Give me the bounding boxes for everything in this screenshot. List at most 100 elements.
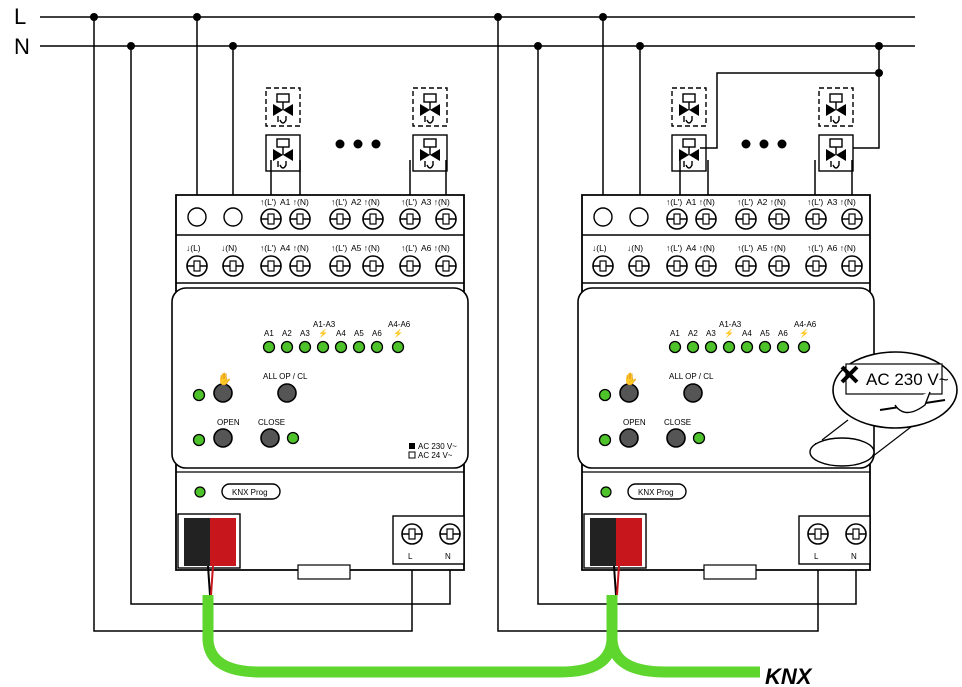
led-label: A6 xyxy=(372,329,382,338)
open-button[interactable] xyxy=(619,428,639,448)
rail-l: L xyxy=(14,4,915,29)
prog-led xyxy=(600,486,612,498)
screw-terminal xyxy=(289,208,311,230)
close-label: CLOSE xyxy=(664,418,691,427)
junctions-right xyxy=(494,13,883,77)
led-group-label: A1-A3 xyxy=(313,320,336,329)
screw-terminal xyxy=(841,255,863,277)
screw-terminal xyxy=(666,208,688,230)
rail-n: N xyxy=(14,34,915,59)
screw-terminal xyxy=(735,255,757,277)
screw-terminal xyxy=(401,523,423,545)
led-label: ⚡ xyxy=(724,328,734,338)
knx-prog-label: KNX Prog xyxy=(638,488,674,497)
terminal-label-top: ↑(L') xyxy=(331,197,347,207)
status-led xyxy=(758,340,772,354)
all-op-cl-label: ALL OP / CL xyxy=(669,372,714,381)
hand-icon: ✋ xyxy=(217,372,232,386)
led-label: A2 xyxy=(688,329,698,338)
terminal-label-top: A2 ↑(N) xyxy=(757,197,786,207)
valve-symbol xyxy=(678,93,700,124)
all-op-cl-button[interactable] xyxy=(683,383,703,403)
terminal-label-top: ↑(L') xyxy=(737,197,753,207)
status-led xyxy=(704,340,718,354)
status-led xyxy=(391,340,405,354)
screw-terminal xyxy=(222,255,244,277)
voltage-230-label: AC 230 V~ xyxy=(418,442,457,451)
status-led xyxy=(280,340,294,354)
terminal-label-bottom: A4 ↑(N) xyxy=(686,243,715,253)
prog-led xyxy=(194,486,206,498)
screw-terminal xyxy=(666,255,688,277)
terminal-label-top: A3 ↑(N) xyxy=(421,197,450,207)
valve-icon xyxy=(818,134,854,172)
actuator-right: ↑(L')A1 ↑(N)↑(L')A2 ↑(N)↑(L')A3 ↑(N)↓(L)… xyxy=(577,87,875,596)
led-group-label: A4-A6 xyxy=(794,320,817,329)
terminal-label-bottom: A4 ↑(N) xyxy=(280,243,309,253)
wires-left xyxy=(93,17,451,632)
status-led xyxy=(776,340,790,354)
screw-terminal xyxy=(695,255,717,277)
led-label: ⚡ xyxy=(393,328,403,338)
led-label: A4 xyxy=(336,329,346,338)
led-label: A1 xyxy=(264,329,274,338)
terminal-label-bottom: ↑(L') xyxy=(666,243,682,253)
screw-terminal xyxy=(841,208,863,230)
close-button[interactable] xyxy=(260,428,280,448)
bus-terminal xyxy=(177,513,241,596)
screw-terminal xyxy=(362,255,384,277)
open-button[interactable] xyxy=(213,428,233,448)
status-led xyxy=(722,340,736,354)
open-label: OPEN xyxy=(217,418,240,427)
status-led xyxy=(262,340,276,354)
ellipsis-dot xyxy=(759,139,769,149)
screw-terminal xyxy=(768,255,790,277)
led-group-label: A4-A6 xyxy=(388,320,411,329)
screw-terminal xyxy=(399,255,421,277)
rail-n-label: N xyxy=(14,34,30,59)
status-led xyxy=(668,340,682,354)
knx-logo: KNX xyxy=(765,664,813,687)
empty-terminal xyxy=(187,207,207,227)
status-led xyxy=(598,433,612,447)
terminal-label-top: ↑(L') xyxy=(260,197,276,207)
valve-symbol xyxy=(825,138,847,169)
led-label: A3 xyxy=(706,329,716,338)
manual-button[interactable] xyxy=(619,383,639,403)
screw-terminal xyxy=(260,208,282,230)
manual-button[interactable] xyxy=(213,383,233,403)
junctions-left xyxy=(90,13,237,50)
hand-pen-icon xyxy=(894,391,931,414)
screw-terminal xyxy=(362,208,384,230)
terminal-label-bottom: A6 ↑(N) xyxy=(421,243,450,253)
empty-terminal xyxy=(593,207,613,227)
zoom-text: AC 230 V~ xyxy=(866,370,949,389)
knx-bus-cable xyxy=(202,595,760,678)
hand-icon: ✋ xyxy=(623,372,638,386)
status-led xyxy=(740,340,754,354)
valve-icon xyxy=(412,87,448,127)
terminal-label-top: A2 ↑(N) xyxy=(351,197,380,207)
terminal-label-bottom: A5 ↑(N) xyxy=(757,243,786,253)
led-label: A5 xyxy=(760,329,770,338)
status-led xyxy=(797,340,811,354)
knx-prog-button[interactable] xyxy=(221,483,281,500)
led-label: A2 xyxy=(282,329,292,338)
knx-prog-button[interactable] xyxy=(627,483,687,500)
close-label: CLOSE xyxy=(258,418,285,427)
svg-text:KNX: KNX xyxy=(765,664,813,687)
terminal-label-bottom: ↑(L') xyxy=(737,243,753,253)
status-led xyxy=(370,340,384,354)
close-button[interactable] xyxy=(666,428,686,448)
screw-terminal xyxy=(845,523,867,545)
valve-icon xyxy=(265,87,301,127)
screw-terminal xyxy=(399,208,421,230)
led-label: A1 xyxy=(670,329,680,338)
ellipsis-dot xyxy=(777,139,787,149)
all-op-cl-button[interactable] xyxy=(277,383,297,403)
screw-terminal xyxy=(329,208,351,230)
valve-icon xyxy=(818,87,854,127)
valve-symbol xyxy=(272,93,294,124)
screw-terminal xyxy=(260,255,282,277)
